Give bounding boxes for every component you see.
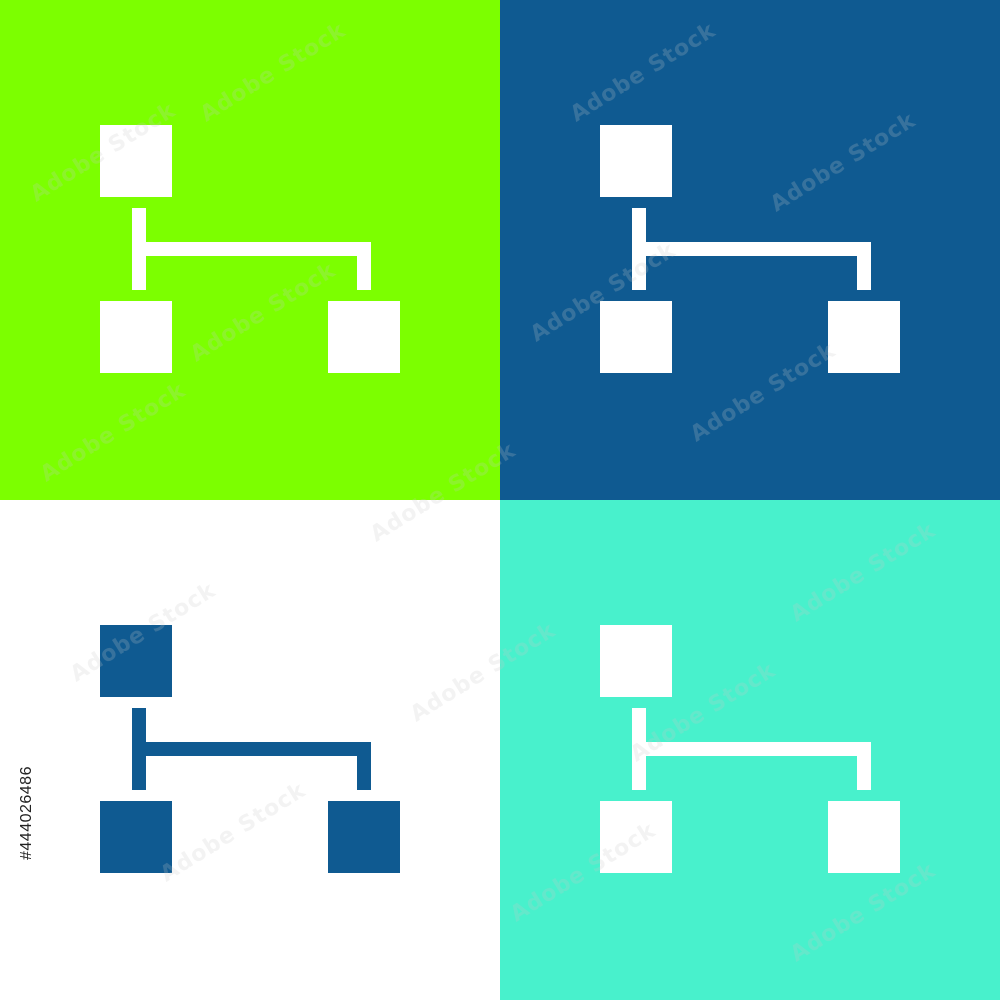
connector-horizontal (646, 242, 871, 256)
variant-tile-blue (500, 0, 1000, 500)
block-diagram-icon (600, 625, 900, 873)
bottom-left-block (100, 301, 172, 373)
variant-tile-green (0, 0, 500, 500)
stock-id-label: #444026486 (18, 766, 35, 860)
variant-tile-turquoise (500, 500, 1000, 1000)
top-block-icon-part (600, 125, 672, 197)
connector-horizontal (146, 742, 371, 756)
bottom-left-block (100, 801, 172, 873)
connector-vertical-right (357, 256, 371, 290)
connector-vertical-left (132, 208, 146, 290)
connector-vertical-right (857, 256, 871, 290)
bottom-left-block (600, 801, 672, 873)
block-diagram-icon (600, 125, 900, 373)
connector-vertical-left (632, 708, 646, 790)
bottom-right-block (828, 301, 900, 373)
block-diagram-icon (100, 125, 400, 373)
bottom-right-block (828, 801, 900, 873)
top-block-icon-part (100, 625, 172, 697)
top-block-icon-part (100, 125, 172, 197)
connector-vertical-right (857, 756, 871, 790)
block-diagram-icon (100, 625, 400, 873)
connector-vertical-left (632, 208, 646, 290)
connector-vertical-left (132, 708, 146, 790)
bottom-left-block (600, 301, 672, 373)
top-block-icon-part (600, 625, 672, 697)
variant-tile-white (0, 500, 500, 1000)
stock-id-label-container: #444026486 (4, 0, 44, 1000)
connector-vertical-right (357, 756, 371, 790)
connector-horizontal (146, 242, 371, 256)
bottom-right-block (328, 801, 400, 873)
bottom-right-block (328, 301, 400, 373)
connector-horizontal (646, 742, 871, 756)
